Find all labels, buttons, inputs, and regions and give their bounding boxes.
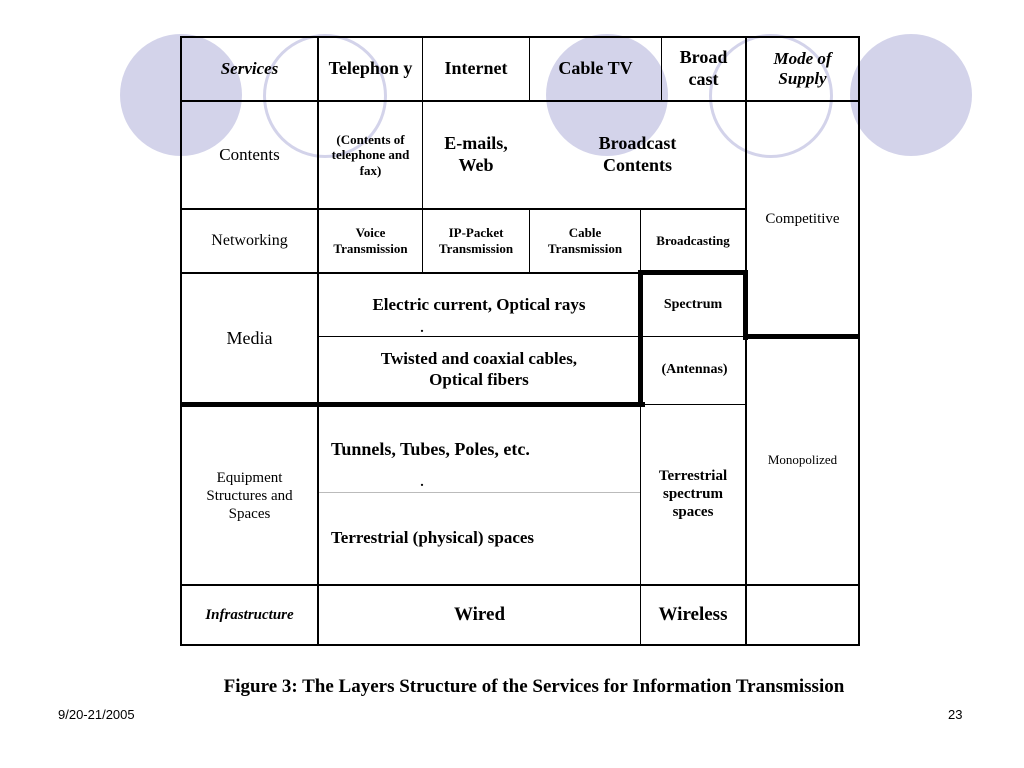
grid-line — [180, 644, 860, 646]
media-electric-dot: . — [420, 320, 424, 336]
row-label-infrastructure: Infrastructure — [205, 607, 294, 623]
grid-line — [180, 36, 860, 38]
equipment-tunnels-dot: . — [420, 474, 424, 490]
mode-monopolized: Monopolized — [767, 451, 838, 467]
equipment-terrestrial-physical: Terrestrial (physical) spaces — [331, 528, 535, 548]
equipment-terrestrial-spectrum: Terrestrial spectrum spaces — [658, 468, 728, 520]
grid-line — [180, 36, 182, 646]
thick-boundary — [638, 270, 748, 275]
footer-date: 9/20-21/2005 — [58, 707, 135, 722]
grid-line — [318, 336, 640, 337]
header-services: Services — [220, 58, 279, 78]
grid-line — [640, 208, 641, 644]
decor-ring-left — [263, 34, 387, 158]
grid-line — [180, 100, 860, 102]
contents-telephony: (Contents of telephone and fax) — [331, 131, 410, 178]
grid-line — [180, 272, 638, 274]
networking-broadcasting: Broadcasting — [656, 233, 730, 249]
header-mode-of-supply: Mode of Supply — [773, 48, 832, 88]
grid-line — [318, 492, 640, 493]
equipment-tunnels: Tunnels, Tubes, Poles, etc. — [331, 438, 530, 459]
grid-line — [180, 584, 860, 586]
thick-boundary — [743, 334, 860, 339]
contents-broadcast: Broadcast Contents — [598, 133, 677, 175]
media-cables-fibers: Twisted and coaxial cables, Optical fibe… — [380, 349, 578, 389]
row-label-equipment: Equipment Structures and Spaces — [206, 469, 293, 522]
grid-line — [661, 36, 662, 102]
infrastructure-wired: Wired — [453, 603, 506, 625]
grid-line — [858, 36, 860, 646]
networking-voice: Voice Transmission — [333, 225, 408, 256]
grid-line — [745, 36, 747, 646]
networking-cable: Cable Transmission — [547, 225, 623, 256]
grid-line — [640, 336, 746, 337]
header-cable-tv: Cable TV — [558, 58, 633, 79]
infrastructure-wireless: Wireless — [658, 603, 728, 625]
grid-line — [529, 36, 530, 102]
decor-circle-right — [850, 34, 972, 156]
decor-ring-right — [709, 34, 833, 158]
decor-circle-center — [546, 34, 668, 156]
grid-line — [529, 208, 530, 272]
header-internet: Internet — [444, 58, 508, 79]
grid-line — [640, 404, 746, 405]
thick-boundary — [180, 402, 645, 407]
grid-line — [422, 36, 423, 272]
header-telephony: Telephon y — [328, 58, 413, 79]
media-electric-optical: Electric current, Optical rays — [372, 294, 586, 314]
figure-caption: Figure 3: The Layers Structure of the Se… — [223, 676, 845, 697]
mode-competitive: Competitive — [765, 211, 840, 227]
grid-line — [317, 36, 319, 646]
row-label-contents: Contents — [219, 144, 280, 164]
row-label-media: Media — [226, 328, 273, 349]
header-broadcast: Broad cast — [679, 47, 728, 89]
thick-boundary — [638, 270, 643, 407]
networking-ip-packet: IP-Packet Transmission — [438, 225, 514, 256]
grid-line — [180, 208, 746, 210]
row-label-networking: Networking — [211, 232, 288, 250]
contents-internet: E-mails, Web — [444, 133, 508, 175]
thick-boundary — [743, 270, 748, 340]
footer-page-number: 23 — [948, 707, 963, 722]
media-antennas: (Antennas) — [661, 362, 728, 378]
media-spectrum: Spectrum — [663, 297, 723, 313]
